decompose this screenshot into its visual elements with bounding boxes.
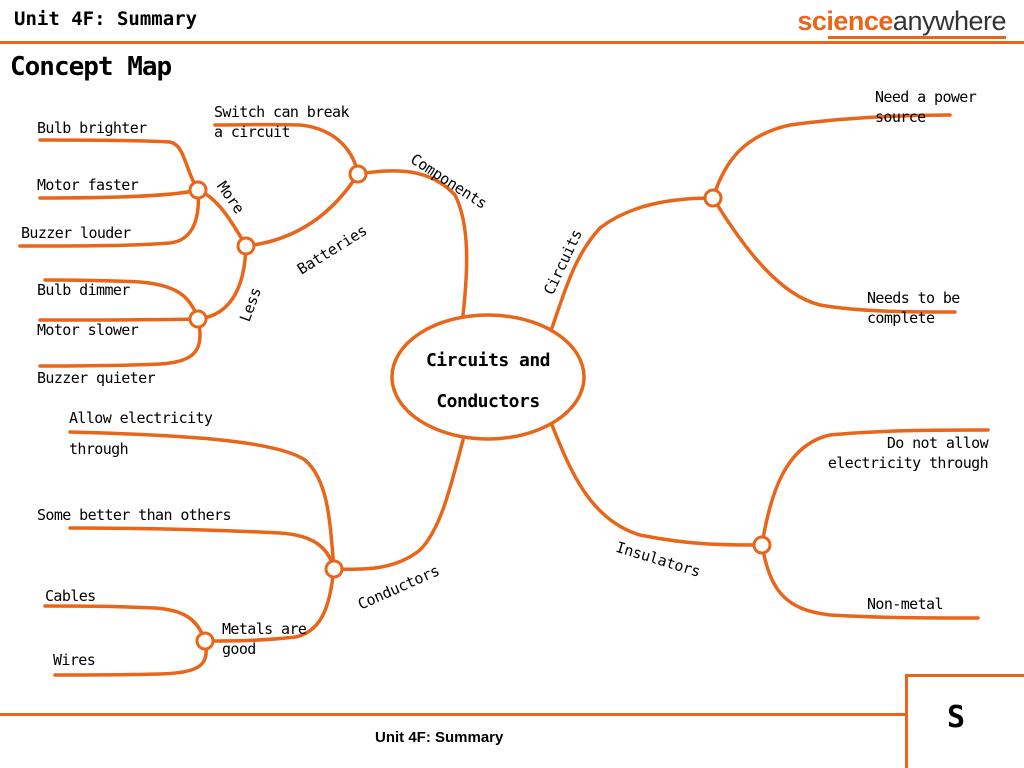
leaf-buzzer-louder: Buzzer louder [21, 224, 131, 242]
header-divider [0, 41, 1024, 44]
leaf-motor-slower: Motor slower [37, 321, 139, 339]
footer-title: Unit 4F: Summary [375, 729, 504, 746]
leaf-wires: Wires [53, 651, 96, 669]
center-node: Circuits and Conductors [392, 322, 584, 440]
leaf-metals-good: Metals are good [222, 620, 307, 658]
center-line-1: Circuits and [425, 350, 551, 371]
link-some-better [68, 526, 336, 571]
leaf-some-better: Some better than others [37, 506, 232, 524]
leaf-allow-line-1: Allow electricity [69, 409, 213, 427]
node-conductors [324, 559, 344, 579]
footer-letter: S [947, 700, 966, 735]
link-cables [43, 604, 207, 643]
link-buzzer-quieter [38, 317, 202, 368]
node-insulators [752, 535, 772, 555]
leaf-bulb-brighter: Bulb brighter [37, 119, 147, 137]
link-less [196, 244, 248, 321]
leaf-needs-complete: Needs to be complete [867, 289, 960, 327]
link-batteries [244, 172, 360, 248]
link-center-circuits [550, 196, 715, 330]
link-bulb-brighter [38, 138, 200, 192]
footer-box [905, 674, 1024, 768]
logo-part-anywhere: anywhere [892, 6, 1007, 36]
link-motor-faster [38, 188, 200, 200]
link-switch [213, 122, 360, 176]
link-allow [68, 430, 336, 571]
leaf-non-metal: Non-metal [867, 595, 943, 613]
leaf-switch: Switch can break a circuit [214, 103, 350, 141]
node-batteries [236, 236, 256, 256]
leaf-bulb-dimmer: Bulb dimmer [37, 281, 130, 299]
science-anywhere-logo: scienceanywhere [797, 6, 1006, 37]
center-line-2: Conductors [436, 391, 540, 412]
logo-underline [828, 36, 1006, 39]
leaf-do-not-allow: Do not allow electricity through [827, 434, 989, 472]
link-metals [203, 567, 336, 643]
link-center-insulators [550, 423, 764, 547]
leaf-buzzer-quieter: Buzzer quieter [37, 369, 156, 387]
page-title: Concept Map [10, 52, 172, 82]
link-need-power [711, 113, 952, 200]
link-center-components [356, 169, 469, 317]
node-components [348, 164, 368, 184]
leaf-motor-faster: Motor faster [37, 176, 139, 194]
link-needs-complete [711, 196, 957, 314]
logo-part-science: science [797, 6, 893, 36]
link-buzzer-louder [18, 188, 201, 248]
leaf-cables: Cables [45, 587, 96, 605]
node-metals [195, 631, 215, 651]
node-more [188, 180, 208, 200]
leaf-allow-line-2: through [69, 440, 129, 458]
link-motor-slower [38, 317, 200, 322]
node-circuits [703, 188, 723, 208]
leaf-need-power: Need a power source [875, 88, 977, 126]
link-non-metal [760, 543, 980, 620]
header-title: Unit 4F: Summary [14, 8, 198, 30]
footer-divider [0, 713, 908, 716]
link-center-conductors [332, 438, 465, 572]
link-do-not-allow [760, 428, 990, 547]
center-ellipse [390, 313, 586, 441]
link-bulb-dimmer [43, 278, 200, 321]
link-wires [53, 639, 208, 677]
node-less [188, 309, 208, 329]
